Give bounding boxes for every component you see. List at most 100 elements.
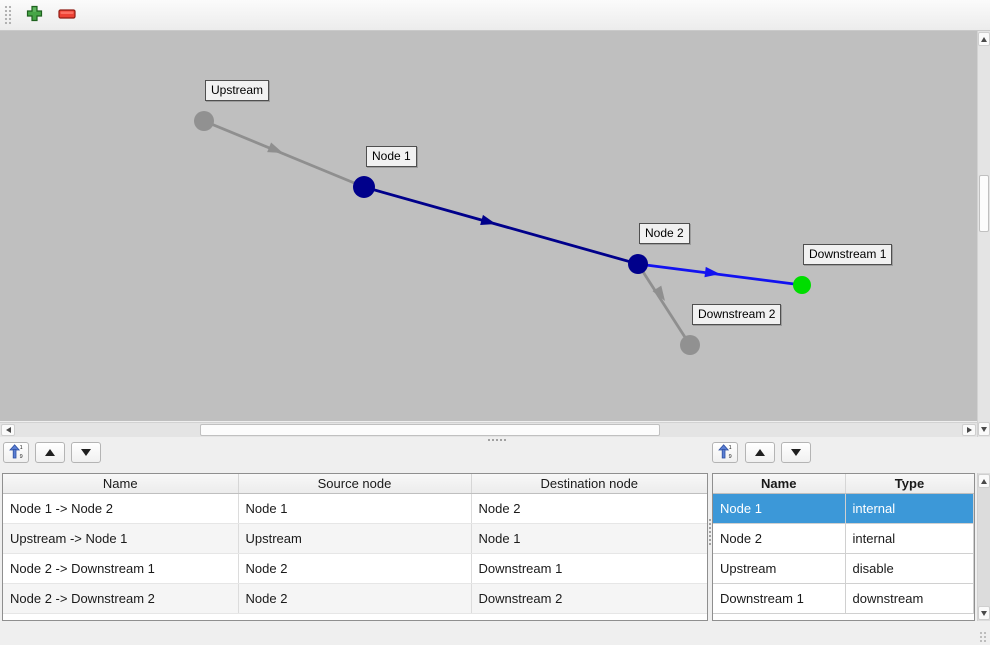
nodes-table-container: Name Type Node 1 internal Node 2 interna… — [712, 473, 975, 621]
graph-node-label-upstream[interactable]: Upstream — [205, 80, 270, 101]
arrow-right-icon — [966, 427, 972, 433]
column-header-name[interactable]: Name — [3, 474, 239, 494]
scroll-down-button[interactable] — [978, 606, 990, 620]
table-cell[interactable]: Node 1 — [713, 493, 846, 524]
sort-ascending-icon: 1 9 — [717, 443, 733, 462]
graph-node-label-downstream2[interactable]: Downstream 2 — [692, 304, 782, 325]
nodes-table: Name Type Node 1 internal Node 2 interna… — [713, 474, 974, 614]
svg-text:9: 9 — [728, 454, 731, 459]
add-button[interactable] — [21, 2, 47, 28]
table-cell[interactable]: Node 2 — [238, 583, 472, 614]
resize-grip[interactable] — [979, 631, 988, 642]
horizontal-splitter-handle[interactable] — [487, 438, 507, 442]
table-cell[interactable]: Node 2 -> Downstream 1 — [3, 553, 239, 584]
remove-button[interactable] — [54, 2, 80, 28]
arrow-down-icon — [981, 426, 987, 432]
table-row[interactable]: Upstream -> Node 1 Upstream Node 1 — [3, 523, 707, 554]
sort-ascending-icon: 1 9 — [8, 443, 24, 462]
svg-text:9: 9 — [19, 454, 22, 459]
arrow-up-icon — [981, 478, 987, 484]
graph-node-downstream1[interactable] — [793, 276, 811, 294]
table-cell[interactable]: Node 2 — [713, 523, 846, 554]
table-row[interactable]: Node 1 -> Node 2 Node 1 Node 2 — [3, 493, 707, 524]
table-cell[interactable]: Upstream -> Node 1 — [3, 523, 239, 554]
table-row[interactable]: Node 2 -> Downstream 1 Node 2 Downstream… — [3, 553, 707, 584]
move-down-icon — [81, 449, 91, 456]
graph-node-node1[interactable] — [353, 176, 375, 198]
arrow-left-icon — [5, 427, 11, 433]
table-cell[interactable]: Upstream — [238, 523, 472, 554]
connections-move-up-button[interactable] — [35, 442, 65, 463]
vertical-splitter-handle[interactable] — [708, 518, 712, 546]
graph-node-label-node2[interactable]: Node 2 — [639, 223, 690, 244]
table-row[interactable]: Upstream disable — [713, 553, 974, 584]
table-cell[interactable]: Node 1 -> Node 2 — [3, 493, 239, 524]
graph-node-downstream2[interactable] — [680, 335, 700, 355]
table-row[interactable]: Node 2 -> Downstream 2 Node 2 Downstream… — [3, 583, 707, 614]
table-cell[interactable]: Downstream 2 — [471, 583, 707, 614]
graph-edge-node2-downstream2[interactable] — [636, 263, 692, 346]
move-up-icon — [755, 449, 765, 456]
graph-node-upstream[interactable] — [194, 111, 214, 131]
nodes-table-scrollbar[interactable] — [977, 473, 990, 621]
graph-edge-arrow-icon — [480, 214, 496, 225]
connections-table-container: Name Source node Destination node Node 1… — [2, 473, 708, 621]
toolbar — [0, 0, 990, 31]
scroll-up-button[interactable] — [978, 474, 990, 488]
nodes-header-row: Name Type — [713, 474, 974, 494]
arrow-down-icon — [981, 610, 987, 616]
graph-edge-node2-downstream1[interactable] — [637, 262, 803, 287]
graph-horizontal-scrollbar[interactable] — [0, 422, 977, 437]
move-down-icon — [791, 449, 801, 456]
table-cell[interactable]: downstream — [845, 583, 974, 614]
table-row[interactable]: Node 2 internal — [713, 523, 974, 554]
graph-edge-node1-node2[interactable] — [363, 185, 639, 266]
scroll-down-button[interactable] — [978, 422, 990, 436]
graph-edge-arrow-icon — [267, 142, 283, 153]
scroll-up-button[interactable] — [978, 32, 990, 46]
table-cell[interactable]: Node 2 -> Downstream 2 — [3, 583, 239, 614]
table-cell[interactable]: disable — [845, 553, 974, 584]
table-cell[interactable]: Node 2 — [471, 493, 707, 524]
table-row[interactable]: Node 1 internal — [713, 493, 974, 524]
table-cell[interactable]: internal — [845, 493, 974, 524]
plus-icon — [26, 5, 43, 25]
table-cell[interactable]: Downstream 1 — [471, 553, 707, 584]
graph-vscroll-thumb[interactable] — [979, 175, 989, 232]
toolbar-grip-handle[interactable] — [4, 5, 12, 25]
connections-move-down-button[interactable] — [71, 442, 101, 463]
table-cell[interactable]: Node 1 — [238, 493, 472, 524]
table-cell[interactable]: Downstream 1 — [713, 583, 846, 614]
graph-node-node2[interactable] — [628, 254, 648, 274]
nodes-move-up-button[interactable] — [745, 442, 775, 463]
column-header-source-node[interactable]: Source node — [238, 474, 472, 494]
scroll-right-button[interactable] — [962, 424, 976, 436]
graph-edge-arrow-icon — [704, 266, 720, 278]
column-header-type[interactable]: Type — [845, 474, 974, 494]
svg-text:1: 1 — [728, 445, 731, 451]
graph-edge-upstream-node1[interactable] — [203, 119, 365, 189]
table-cell[interactable]: Node 1 — [471, 523, 707, 554]
column-header-name[interactable]: Name — [713, 474, 846, 494]
graph-edge-arrow-icon — [652, 285, 665, 301]
table-cell[interactable]: Node 2 — [238, 553, 472, 584]
nodes-sort-button[interactable]: 1 9 — [712, 442, 738, 463]
connections-table: Name Source node Destination node Node 1… — [3, 474, 707, 614]
graph-vertical-scrollbar[interactable] — [977, 31, 990, 437]
graph-node-label-node1[interactable]: Node 1 — [366, 146, 417, 167]
graph-node-label-downstream1[interactable]: Downstream 1 — [803, 244, 893, 265]
connections-header-row: Name Source node Destination node — [3, 474, 707, 494]
scroll-left-button[interactable] — [1, 424, 15, 436]
nodes-move-down-button[interactable] — [781, 442, 811, 463]
table-cell[interactable]: Upstream — [713, 553, 846, 584]
move-up-icon — [45, 449, 55, 456]
table-cell[interactable]: internal — [845, 523, 974, 554]
table-row[interactable]: Downstream 1 downstream — [713, 583, 974, 614]
minus-icon — [58, 8, 76, 23]
column-header-destination-node[interactable]: Destination node — [471, 474, 707, 494]
connections-sort-button[interactable]: 1 9 — [3, 442, 29, 463]
graph-svg[interactable] — [0, 31, 977, 421]
graph-hscroll-thumb[interactable] — [200, 424, 660, 436]
